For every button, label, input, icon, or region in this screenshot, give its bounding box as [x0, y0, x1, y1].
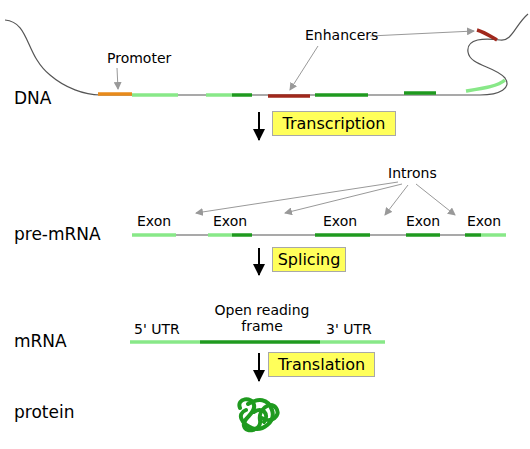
process-label: Translation [278, 355, 365, 374]
stage-label: mRNA [14, 332, 67, 352]
dna-segments [98, 30, 505, 96]
part-label: Exon [213, 213, 247, 229]
part-label: Open reading frame [205, 302, 319, 334]
pre-mrna-strand [132, 235, 506, 236]
process-arrows [258, 112, 260, 381]
process-box: Transcription [272, 111, 396, 136]
protein-blob [239, 399, 277, 430]
mrna-strand [130, 340, 385, 344]
stage-label: pre-mRNA [14, 225, 101, 245]
part-label: Enhancers [305, 27, 378, 43]
part-label: Exon [137, 213, 171, 229]
stage-label: protein [14, 403, 74, 423]
part-label: 5' UTR [134, 321, 180, 337]
process-label: Transcription [283, 114, 386, 133]
process-label: Splicing [278, 250, 341, 269]
part-label: Exon [406, 213, 440, 229]
process-box: Splicing [272, 247, 346, 272]
part-label: Introns [388, 165, 437, 181]
stage-label: DNA [14, 89, 51, 109]
part-label: Exon [323, 213, 357, 229]
part-label: 3' UTR [326, 321, 372, 337]
part-label: Exon [467, 213, 501, 229]
dna-strand [5, 14, 528, 95]
process-box: Translation [268, 352, 375, 377]
part-label: Promoter [107, 50, 171, 66]
